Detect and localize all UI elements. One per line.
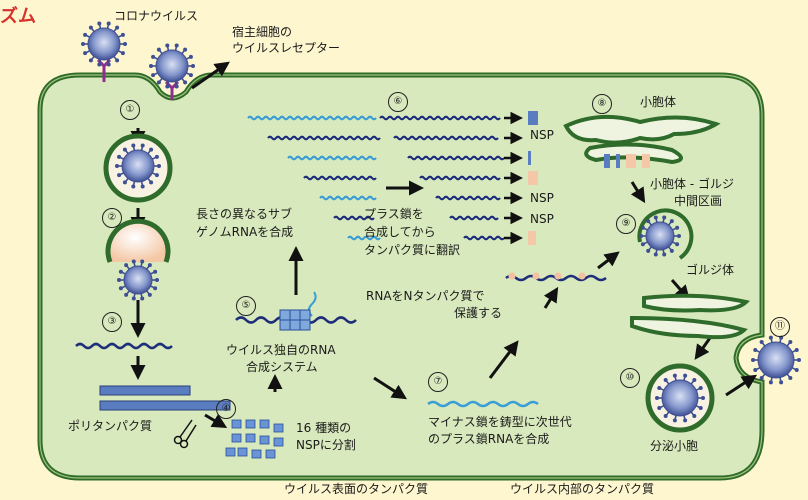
step-7-number: ⑦ <box>428 372 448 392</box>
virus-ergic <box>639 215 681 257</box>
step-4-number: ④ <box>216 399 236 419</box>
rna-genome <box>75 342 173 350</box>
nsp-label-1: NSP <box>530 128 554 142</box>
step-2-number: ② <box>102 208 122 228</box>
polyprotein-label: ポリタンパク質 <box>68 419 153 433</box>
receptor-label-1: 宿主細胞の <box>232 25 293 39</box>
polyprotein-bar-2 <box>99 400 231 411</box>
step-9-number: ⑨ <box>616 214 636 234</box>
golgi-label: ゴルジ体 <box>686 263 735 277</box>
endosome-2 <box>105 218 171 263</box>
ergic-label-2: 中間区画 <box>674 194 723 208</box>
step-3-number: ③ <box>102 312 122 332</box>
host-cell-inner-line <box>39 74 763 479</box>
virus-released <box>751 335 801 385</box>
nsp-split-label-1: 16 種類の <box>296 421 352 435</box>
step-1-number: ① <box>120 100 140 120</box>
minus-label-2: のプラス鎖RNAを合成 <box>428 432 550 446</box>
er-label: 小胞体 <box>640 95 677 109</box>
step-6-number: ⑥ <box>388 92 408 112</box>
translation-label-1: プラス鎖を <box>364 207 424 221</box>
er-proteins <box>604 154 650 168</box>
replication-label-2: 合成システム <box>246 360 318 374</box>
subgenomic-label-2: ゲノムRNAを合成 <box>196 225 294 239</box>
translation-label-2: 合成してから <box>364 225 436 239</box>
virus-in-endosome <box>115 143 161 189</box>
ergic-label-1: 小胞体 - ゴルジ <box>650 177 734 191</box>
step-11-number: ⑪ <box>770 317 790 337</box>
subgenomic-rnas <box>247 115 381 241</box>
virus-top-right <box>149 43 195 89</box>
virus-uncoating <box>117 259 159 301</box>
minus-label-1: マイナス鎖を鋳型に次世代 <box>428 415 572 429</box>
golgi-apparatus <box>630 293 751 340</box>
n-proteins <box>508 272 586 280</box>
virus-label: コロナウイルス <box>114 9 199 23</box>
scissors-icon <box>173 419 197 449</box>
nsp-label-3: NSP <box>530 212 554 226</box>
step-10-number: ⑩ <box>620 368 640 388</box>
polyprotein-bar-1 <box>99 385 191 396</box>
page-title-fragment: ズム <box>0 6 36 27</box>
nsp-fragments <box>225 419 284 459</box>
translated-rnas <box>379 111 538 245</box>
secretory-label: 分泌小胞 <box>650 439 699 453</box>
virus-secretory <box>655 373 705 423</box>
replication-complex <box>279 309 311 331</box>
n-protect-label-1: RNAをNタンパク質で <box>366 289 485 303</box>
step-8-number: ⑧ <box>592 94 612 114</box>
legend-surface-proteins: ウイルス表面のタンパク質 <box>284 482 429 496</box>
nsp-split-label-2: NSPに分割 <box>296 438 356 452</box>
minus-strand <box>427 400 539 408</box>
receptor-label-2: ウイルスレセプター <box>232 41 341 55</box>
legend-internal-proteins: ウイルス内部のタンパク質 <box>510 482 655 496</box>
nsp-label-2: NSP <box>530 191 554 205</box>
n-protect-label-2: 保護する <box>454 306 503 320</box>
step-5-number: ⑤ <box>236 296 256 316</box>
subgenomic-label-1: 長さの異なるサブ <box>196 207 293 221</box>
virus-top-left <box>81 21 127 67</box>
replication-label-1: ウイルス独自のRNA <box>226 343 336 357</box>
translation-label-3: タンパク質に翻訳 <box>364 243 461 257</box>
